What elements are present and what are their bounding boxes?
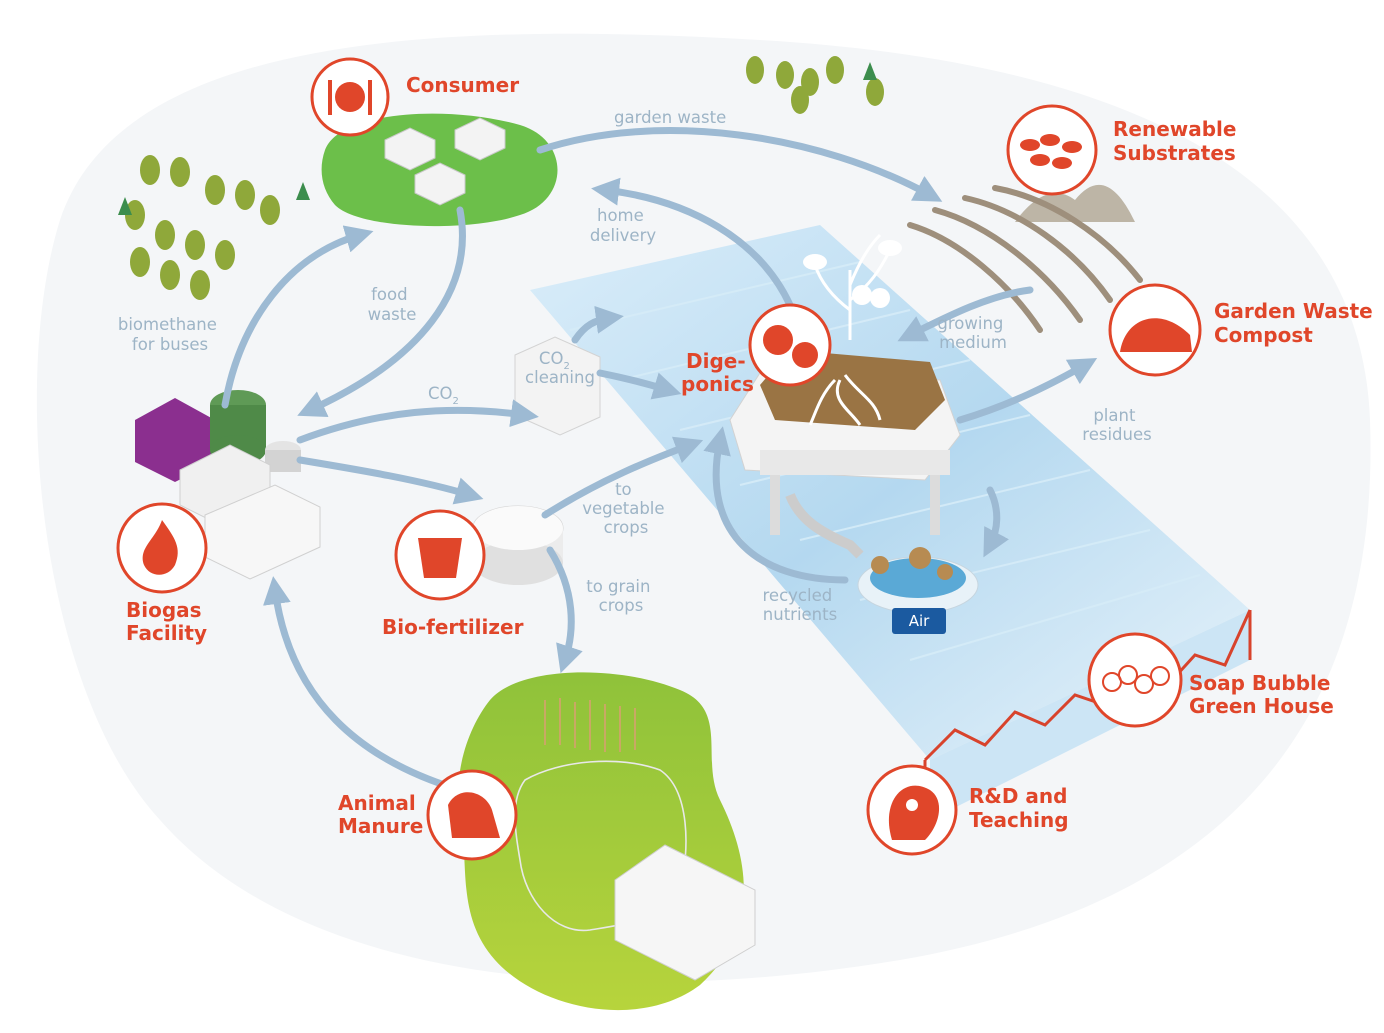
tomato-icon xyxy=(748,303,832,387)
animal-manure-label: Animal Manure xyxy=(338,791,423,838)
to-vegetable-crops-flow-label: to vegetable crops xyxy=(582,480,670,537)
co2-flow-label: CO2 xyxy=(428,384,459,407)
farm-field xyxy=(458,672,756,1011)
soap-bubble-label: Soap Bubble Green House xyxy=(1189,671,1337,718)
plant-roots xyxy=(808,233,892,426)
plant-leaves xyxy=(803,240,902,308)
recycled-nutrients-flow-label: recycled nutrients xyxy=(763,586,838,624)
horse-cow-icon xyxy=(426,769,518,861)
flame-icon xyxy=(116,502,208,594)
bio-fertilizer-tank xyxy=(472,505,564,585)
co2-cleaning-label: CO2 cleaning xyxy=(525,349,595,387)
forest-top xyxy=(746,56,884,114)
biogas-plant xyxy=(135,390,321,580)
rnd-label: R&D and Teaching xyxy=(969,784,1074,832)
growing-rows xyxy=(907,185,1143,333)
barn xyxy=(614,844,756,981)
digeponics-label: Dige- ponics xyxy=(681,349,754,396)
grain-crops xyxy=(544,698,636,752)
forest-left xyxy=(118,155,310,300)
renewable-substrates-label: Renewable Substrates xyxy=(1113,117,1243,165)
to-grain-crops-flow-label: to grain crops xyxy=(586,577,655,615)
home-delivery-flow-label: home delivery xyxy=(590,206,656,245)
wood-chips-icon xyxy=(1006,104,1098,196)
flow-arrows xyxy=(221,127,1098,794)
biogas-facility-label: Biogas Facility xyxy=(126,598,209,645)
consumer-village xyxy=(321,113,558,227)
lightbulb-head-icon xyxy=(866,764,958,856)
garden-waste-compost-label: Garden Waste Compost xyxy=(1214,299,1380,347)
garden-waste-flow-label: garden waste xyxy=(614,108,726,127)
growing-medium-flow-label: growing medium xyxy=(937,314,1008,352)
consumer-icon xyxy=(310,57,390,137)
food-waste-flow-label: food waste xyxy=(368,285,417,324)
air-label: Air xyxy=(909,612,930,630)
fertilizer-bucket-icon xyxy=(394,509,486,601)
plant-residues-flow-label: plant residues xyxy=(1082,406,1151,444)
substrate-mounds xyxy=(1015,184,1135,222)
compost-heap-icon xyxy=(1108,283,1202,377)
biomethane-flow-label: biomethane for buses xyxy=(118,315,222,354)
consumer-label: Consumer xyxy=(406,73,519,97)
bubbles-icon xyxy=(1087,632,1183,728)
greenhouse-red-frame xyxy=(923,609,1252,762)
bio-fertilizer-label: Bio-fertilizer xyxy=(382,615,524,639)
air-label-box xyxy=(892,608,946,634)
aeration-tank: Air xyxy=(857,547,979,634)
